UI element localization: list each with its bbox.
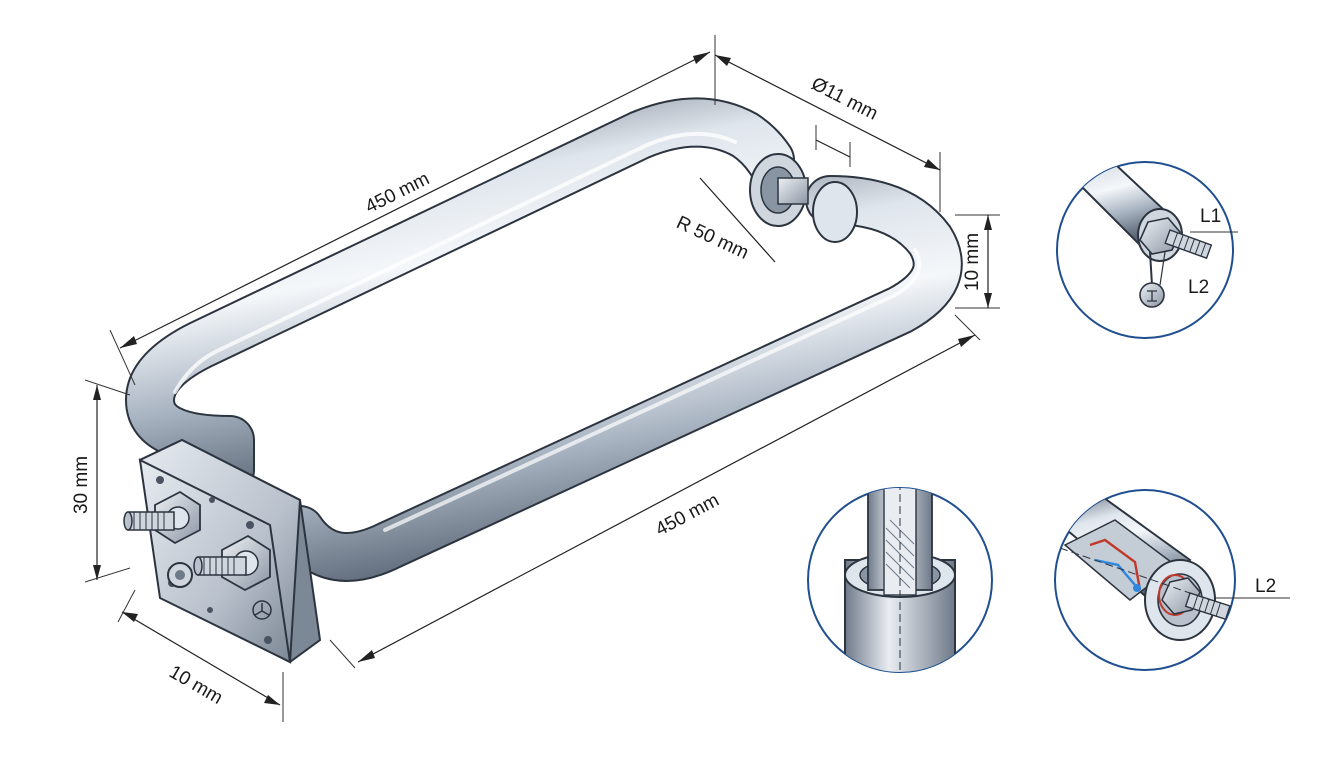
dimension-right-height: 10 mm xyxy=(955,214,1000,309)
terminal-stud-right xyxy=(193,534,271,592)
dimension-collar-gap xyxy=(815,125,851,167)
bend-radius-label: R 50 mm xyxy=(673,212,752,264)
tube-diameter-label: Ø11 mm xyxy=(808,74,881,125)
length-top-label: 450 mm xyxy=(362,168,433,218)
heating-tube xyxy=(125,97,963,582)
right-height-label: 10 mm xyxy=(962,233,983,291)
detail-cross-section xyxy=(807,487,993,673)
terminal-top-label-l2: L2 xyxy=(1188,277,1209,298)
length-bottom-label: 450 mm xyxy=(652,490,722,541)
left-height-label: 30 mm xyxy=(71,456,92,514)
detail-terminal-cutaway: L2 xyxy=(1054,489,1290,671)
terminal-stud-left xyxy=(123,490,201,545)
detail-terminal-top: L1 L2 xyxy=(1056,161,1238,339)
flange-width-label: 10 mm xyxy=(165,662,226,709)
tube-end-collar xyxy=(749,153,858,243)
terminal-top-label-l1: L1 xyxy=(1200,206,1221,227)
dimension-left-height: 30 mm xyxy=(71,379,131,583)
terminal-cutaway-label-l2: L2 xyxy=(1255,576,1276,597)
